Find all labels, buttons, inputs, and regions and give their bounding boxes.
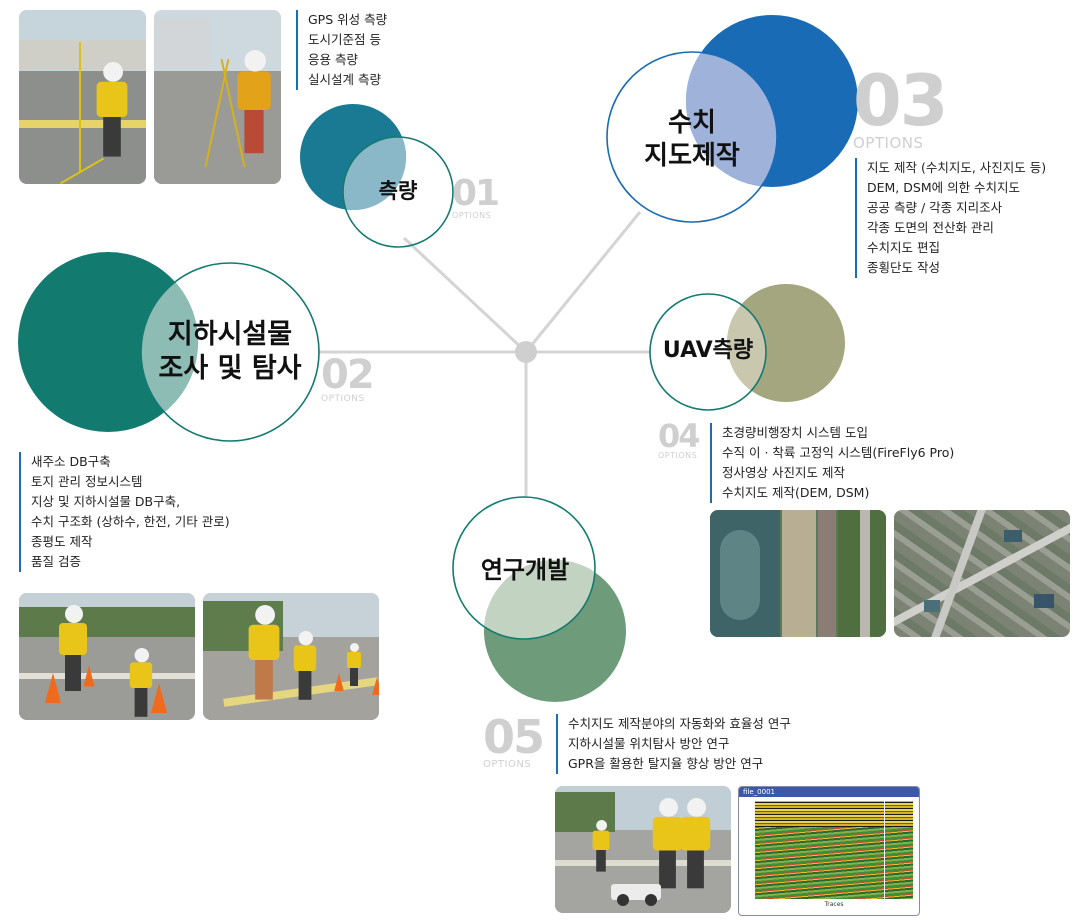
- option-02-mark: 02 OPTIONS: [321, 352, 375, 404]
- node-01-description: GPS 위성 측량 도시기준점 등 응용 측량 실시설계 측량: [296, 10, 387, 90]
- gps-survey-photo: [19, 10, 146, 184]
- node-03-outline-circle: [606, 51, 778, 223]
- node-04-circles: [649, 284, 845, 411]
- gpr-axis-label: Traces: [824, 901, 844, 908]
- node-01-overlap: [343, 137, 407, 210]
- node-02-outline-circle: [140, 262, 320, 442]
- node-02-circles: [18, 252, 320, 442]
- node-04-overlap: [727, 304, 766, 391]
- pipe-locating-photo: [203, 593, 379, 720]
- option-04-mark: 04 OPTIONS: [658, 417, 701, 460]
- gpr-title: file_0001: [743, 788, 775, 796]
- connector-lines: [318, 211, 650, 498]
- node-01-circles: [300, 104, 454, 248]
- node-02-description: 새주소 DB구축 토지 관리 정보시스템 지상 및 지하시설물 DB구축, 수치…: [19, 452, 230, 572]
- hub-dot: [515, 341, 537, 363]
- node-05-description: 수치지도 제작분야의 자동화와 효율성 연구 지하시설물 위치탐사 방안 연구 …: [556, 714, 791, 774]
- node-05-label: 연구개발: [480, 556, 570, 584]
- aerial-village-photo: [894, 510, 1070, 637]
- aerial-coastline-photo: [710, 510, 886, 637]
- node-03-label: 수치 지도제작: [644, 108, 740, 171]
- gpr-cart-photo: [555, 786, 731, 913]
- gpr-cursor-line: [884, 801, 885, 899]
- node-03-description: 지도 제작 (수치지도, 사진지도 등) DEM, DSM에 의한 수치지도 공…: [855, 158, 1046, 278]
- option-01-mark: 01 OPTIONS: [452, 173, 500, 220]
- node-05-circles: [452, 496, 626, 702]
- connector-line-1: [402, 236, 528, 354]
- node-03-overlap: [686, 52, 777, 187]
- node-04-description: 초경량비행장치 시스템 도입 수직 이 · 착륙 고정익 시스템(FireFly…: [710, 423, 954, 503]
- connector-line-3: [524, 211, 642, 353]
- gpr-title-bar: [739, 787, 919, 797]
- option-03-mark: 03 OPTIONS: [853, 60, 948, 152]
- node-03-circles: [606, 15, 858, 223]
- node-02-label: 지하시설물 조사 및 탐사: [158, 319, 302, 384]
- gpr-surface-bands: [755, 801, 913, 827]
- node-01-label: 측량: [378, 179, 418, 203]
- node-05-outline-circle: [452, 496, 596, 640]
- node-02-overlap: [141, 281, 199, 413]
- underground-survey-photo: [19, 593, 195, 720]
- gpr-radargram: file_0001 Traces: [738, 786, 920, 916]
- node-01-outline-circle: [342, 136, 454, 248]
- node-05-overlap: [484, 560, 595, 639]
- tripod-survey-photo: [154, 10, 281, 184]
- node-04-outline-circle: [649, 293, 767, 411]
- option-05-mark: 05 OPTIONS: [483, 710, 545, 770]
- node-04-label: UAV측량: [662, 338, 754, 363]
